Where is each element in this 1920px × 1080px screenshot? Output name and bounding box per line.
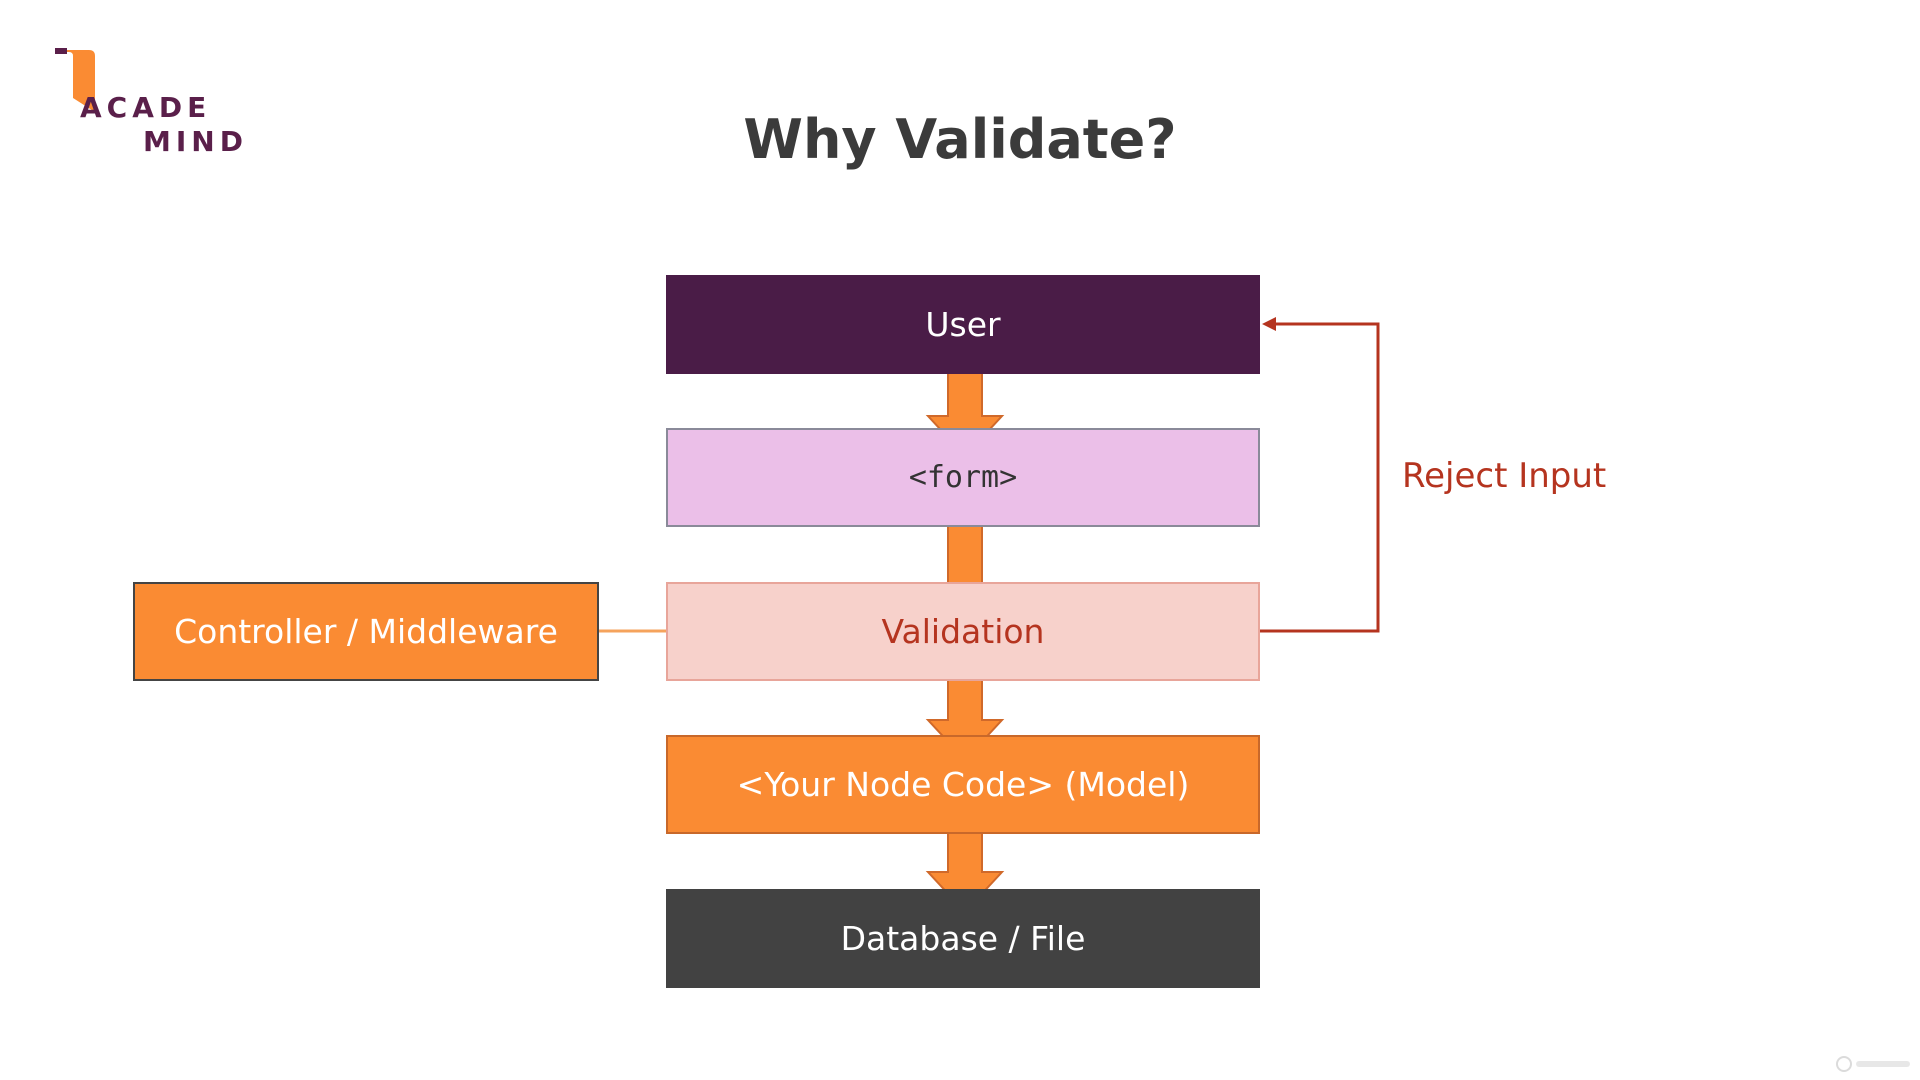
reject-input-label: Reject Input — [1402, 456, 1607, 496]
page-title: Why Validate? — [743, 108, 1177, 171]
node-code-box: <Your Node Code> (Model) — [666, 735, 1260, 834]
watermark-icon — [1836, 1056, 1910, 1072]
node-code-label: <Your Node Code> (Model) — [736, 765, 1190, 804]
validation-box: Validation — [666, 582, 1260, 681]
reject-loop-line — [1260, 322, 1380, 633]
logo-flag-icon — [55, 48, 95, 112]
reject-arrowhead — [1262, 317, 1276, 331]
logo-text-line2: MIND — [143, 125, 248, 158]
form-box: <form> — [666, 428, 1260, 527]
database-label: Database / File — [840, 919, 1086, 958]
controller-middleware-box: Controller / Middleware — [133, 582, 599, 681]
database-box: Database / File — [666, 889, 1260, 988]
logo-text-line1: ACADE — [80, 91, 212, 124]
validation-label: Validation — [881, 612, 1045, 651]
user-label: User — [925, 305, 1001, 344]
controller-middleware-label: Controller / Middleware — [174, 612, 558, 651]
form-label: <form> — [908, 460, 1018, 495]
user-box: User — [666, 275, 1260, 374]
